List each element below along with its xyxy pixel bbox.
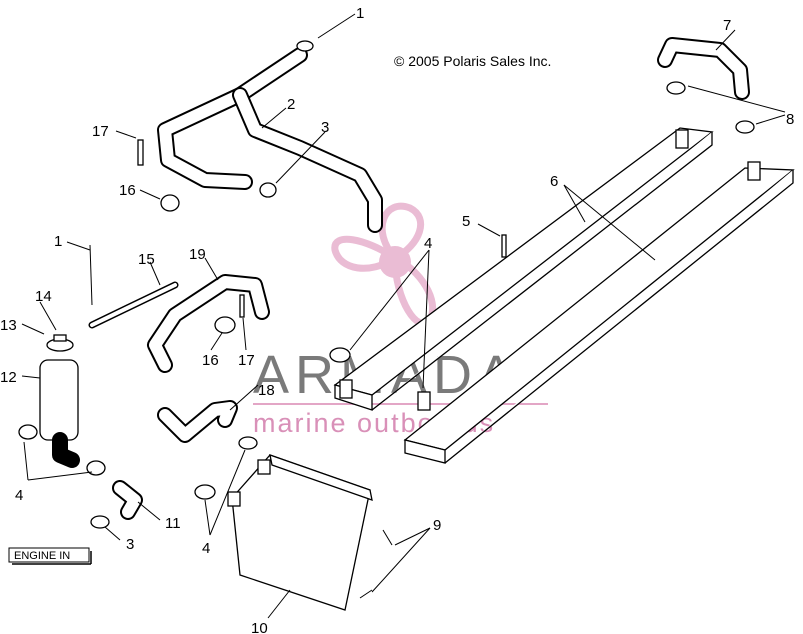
callout-4-left: 4	[15, 487, 23, 504]
callout-7: 7	[723, 17, 731, 34]
hose-clamp-3-bottom	[90, 515, 110, 529]
callout-17-mid: 17	[238, 352, 255, 369]
callout-10: 10	[251, 620, 268, 634]
watermark-propeller-logo	[331, 202, 437, 327]
callout-16-top: 16	[119, 182, 136, 199]
hose-clamp-4-bottom	[194, 484, 216, 500]
heat-exchanger-rails	[333, 127, 795, 464]
engine-in-box: ENGINE IN	[8, 547, 92, 565]
bolt-5	[501, 234, 507, 258]
callout-1-left: 1	[54, 233, 62, 250]
callout-11: 11	[165, 515, 181, 532]
hose-clamp-4-b	[86, 460, 106, 476]
callout-19: 19	[189, 246, 206, 263]
hose-clamp-4-mid	[329, 347, 351, 363]
hose-clamp-16-mid	[214, 316, 236, 334]
callout-3-bottom: 3	[126, 536, 134, 553]
upper-hose-assembly	[157, 40, 383, 233]
coolant-reservoir	[39, 334, 80, 468]
screw-9-b	[359, 589, 373, 599]
callout-6: 6	[550, 173, 558, 190]
screw-9-a	[382, 529, 393, 546]
callout-9: 9	[433, 517, 441, 534]
bolt-17-top	[137, 139, 144, 166]
callout-5: 5	[462, 213, 470, 230]
shield-plate	[227, 454, 373, 611]
callout-15: 15	[138, 251, 155, 268]
bolt-17-mid	[239, 294, 245, 318]
tube-1-left	[89, 244, 93, 306]
hose-clamp-8-b	[735, 120, 755, 134]
engine-in-label: ENGINE IN	[14, 550, 70, 562]
callout-16-mid: 16	[202, 352, 219, 369]
hose-clamp-top	[296, 40, 314, 52]
callout-8: 8	[786, 111, 794, 128]
hose-clamp-3-top	[259, 182, 277, 198]
callout-4-mid: 4	[424, 235, 432, 252]
callout-12: 12	[0, 369, 17, 386]
callout-2: 2	[287, 96, 295, 113]
hose-clamp-4-right	[238, 436, 258, 450]
callout-4-bottom: 4	[202, 540, 210, 557]
callout-3-top: 3	[321, 119, 329, 136]
hose-clamp-8-a	[666, 81, 686, 95]
callout-18: 18	[258, 382, 275, 399]
callout-17-top: 17	[92, 123, 109, 140]
callout-1-top: 1	[356, 5, 364, 22]
callout-13: 13	[0, 317, 17, 334]
hose-clamp-16-top	[160, 194, 180, 212]
hose-clamp-4-a	[18, 424, 38, 440]
leader-lines	[21, 13, 786, 619]
callout-14: 14	[35, 288, 52, 305]
copyright-text: © 2005 Polaris Sales Inc.	[394, 53, 551, 69]
